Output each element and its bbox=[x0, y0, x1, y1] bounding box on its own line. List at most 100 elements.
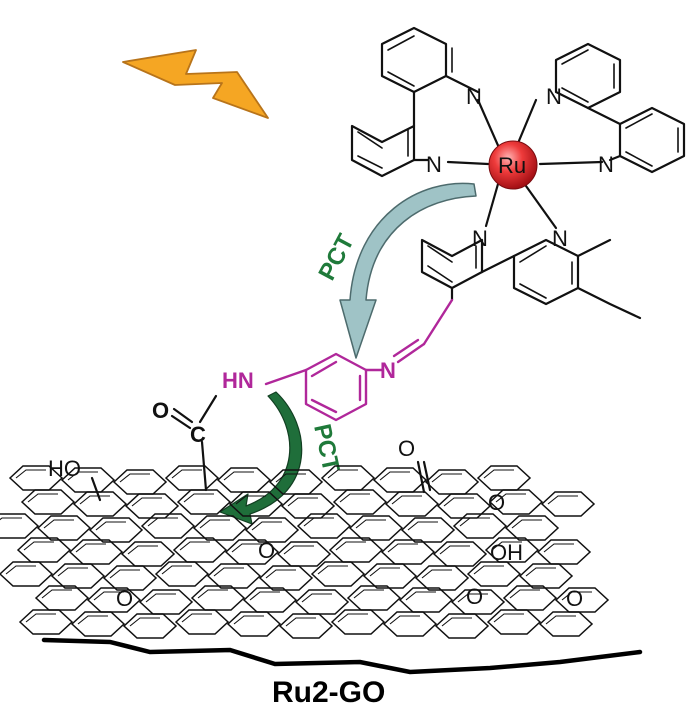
graphene-double-bond bbox=[483, 469, 514, 479]
graphene-double-bond bbox=[285, 617, 316, 627]
graphene-double-bond bbox=[127, 545, 158, 555]
graphene-hexagon bbox=[466, 561, 522, 587]
graphene-double-bond bbox=[235, 495, 266, 505]
hydroxyl-label: HO bbox=[48, 456, 81, 481]
graphene-double-bond bbox=[317, 565, 348, 575]
graphene-hexagon bbox=[476, 465, 532, 491]
nitrogen-atom-label: N bbox=[472, 226, 488, 251]
graphene-double-bond bbox=[147, 517, 178, 527]
graphene-hexagon bbox=[20, 489, 76, 515]
graphene-double-bond bbox=[197, 589, 228, 599]
graphene-double-bond bbox=[369, 567, 400, 577]
graphene-hexagon bbox=[216, 467, 272, 493]
graphene-double-bond bbox=[439, 545, 470, 555]
graphene-double-bond bbox=[25, 613, 56, 623]
graphene-hexagon bbox=[348, 515, 404, 541]
graphene-double-bond bbox=[75, 543, 106, 553]
graphene-double-bond bbox=[251, 521, 282, 531]
graphene-double-bond bbox=[493, 613, 524, 623]
graphene-hexagon bbox=[296, 513, 352, 539]
graphene-hexagon bbox=[124, 493, 180, 519]
graphene-double-bond bbox=[199, 519, 230, 529]
graphene-double-bond bbox=[145, 593, 176, 603]
amide-nh-label: HN bbox=[222, 368, 254, 393]
graphene-double-bond bbox=[421, 569, 452, 579]
graphene-hexagon bbox=[488, 489, 544, 515]
graphene-double-bond bbox=[495, 493, 526, 503]
graphene-hexagon bbox=[36, 515, 92, 541]
graphene-double-bond bbox=[15, 469, 46, 479]
graphene-double-bond bbox=[27, 493, 58, 503]
nitrogen-atom-label: N bbox=[552, 226, 568, 251]
amide-carbonyl: O C bbox=[152, 394, 218, 492]
graphene-lattice bbox=[0, 465, 610, 639]
graphene-hexagon bbox=[154, 561, 210, 587]
graphene-double-bond bbox=[131, 497, 162, 507]
graphene-double-bond bbox=[233, 615, 264, 625]
compound-caption: Ru2-GO bbox=[272, 676, 385, 709]
graphene-hexagon bbox=[192, 515, 248, 541]
bipyridine-bottom bbox=[420, 238, 642, 320]
graphene-double-bond bbox=[161, 565, 192, 575]
oxygen-label: O bbox=[566, 586, 583, 611]
linker-group: N HN bbox=[222, 298, 454, 422]
oxygen-label: O bbox=[116, 586, 133, 611]
graphene-hexagon bbox=[372, 467, 428, 493]
graphene-double-bond bbox=[543, 543, 574, 553]
graphene-double-bond bbox=[327, 469, 358, 479]
nitrogen-atom-label: N bbox=[466, 84, 482, 109]
nitrogen-atom-label: N bbox=[546, 84, 562, 109]
graphene-double-bond bbox=[547, 495, 578, 505]
graphene-hexagon bbox=[424, 469, 480, 495]
ruthenium-atom-label: Ru bbox=[498, 153, 526, 178]
pct-arrow-upper bbox=[339, 182, 477, 359]
graphene-double-bond bbox=[171, 469, 202, 479]
graphene-double-bond bbox=[337, 613, 368, 623]
graphene-hexagon bbox=[436, 493, 492, 519]
graphene-hexagon bbox=[332, 489, 388, 515]
sheet-front-edge bbox=[41, 637, 643, 675]
graphene-double-bond bbox=[231, 543, 262, 553]
graphene-hexagon bbox=[504, 515, 560, 541]
oxygen-label: O bbox=[398, 436, 415, 461]
graphene-double-bond bbox=[407, 521, 438, 531]
graphene-double-bond bbox=[77, 615, 108, 625]
graphene-double-bond bbox=[249, 591, 280, 601]
graphene-double-bond bbox=[545, 615, 576, 625]
graphene-hexagon bbox=[226, 611, 282, 637]
graphene-hexagon bbox=[384, 491, 440, 517]
graphene-double-bond bbox=[459, 517, 490, 527]
graphene-double-bond bbox=[443, 497, 474, 507]
graphene-double-bond bbox=[79, 495, 110, 505]
graphene-hexagon bbox=[280, 493, 336, 519]
hydroxyl-label: OH bbox=[490, 540, 523, 565]
graphene-double-bond bbox=[43, 519, 74, 529]
graphene-hexagon bbox=[414, 565, 470, 591]
graphene-double-bond bbox=[67, 471, 98, 481]
carbonyl-oxygen-label: O bbox=[152, 398, 169, 423]
graphene-hexagon bbox=[122, 613, 178, 639]
graphene-double-bond bbox=[275, 473, 306, 483]
graphene-hexagon bbox=[102, 565, 158, 591]
graphene-hexagon bbox=[228, 491, 284, 517]
graphene-hexagon bbox=[174, 609, 230, 635]
graphene-hexagon bbox=[18, 609, 74, 635]
graphene-hexagon bbox=[60, 467, 116, 493]
graphene-hexagon bbox=[268, 469, 324, 495]
graphene-hexagon bbox=[164, 465, 220, 491]
graphene-double-bond bbox=[355, 519, 386, 529]
graphene-double-bond bbox=[511, 519, 542, 529]
graphene-hexagon bbox=[112, 469, 168, 495]
graphene-oxide-sheet: HO O O O OH O O O bbox=[0, 436, 643, 675]
graphene-double-bond bbox=[457, 593, 488, 603]
graphene-hexagon bbox=[382, 611, 438, 637]
graphene-double-bond bbox=[23, 541, 54, 551]
graphene-hexagon bbox=[8, 465, 64, 491]
imine-nitrogen-label: N bbox=[380, 358, 396, 383]
ruthenium-complex: N N N N N N Ru bbox=[350, 26, 686, 320]
graphene-hexagon bbox=[452, 513, 508, 539]
graphene-double-bond bbox=[379, 471, 410, 481]
graphene-hexagon bbox=[70, 611, 126, 637]
graphene-double-bond bbox=[335, 541, 366, 551]
